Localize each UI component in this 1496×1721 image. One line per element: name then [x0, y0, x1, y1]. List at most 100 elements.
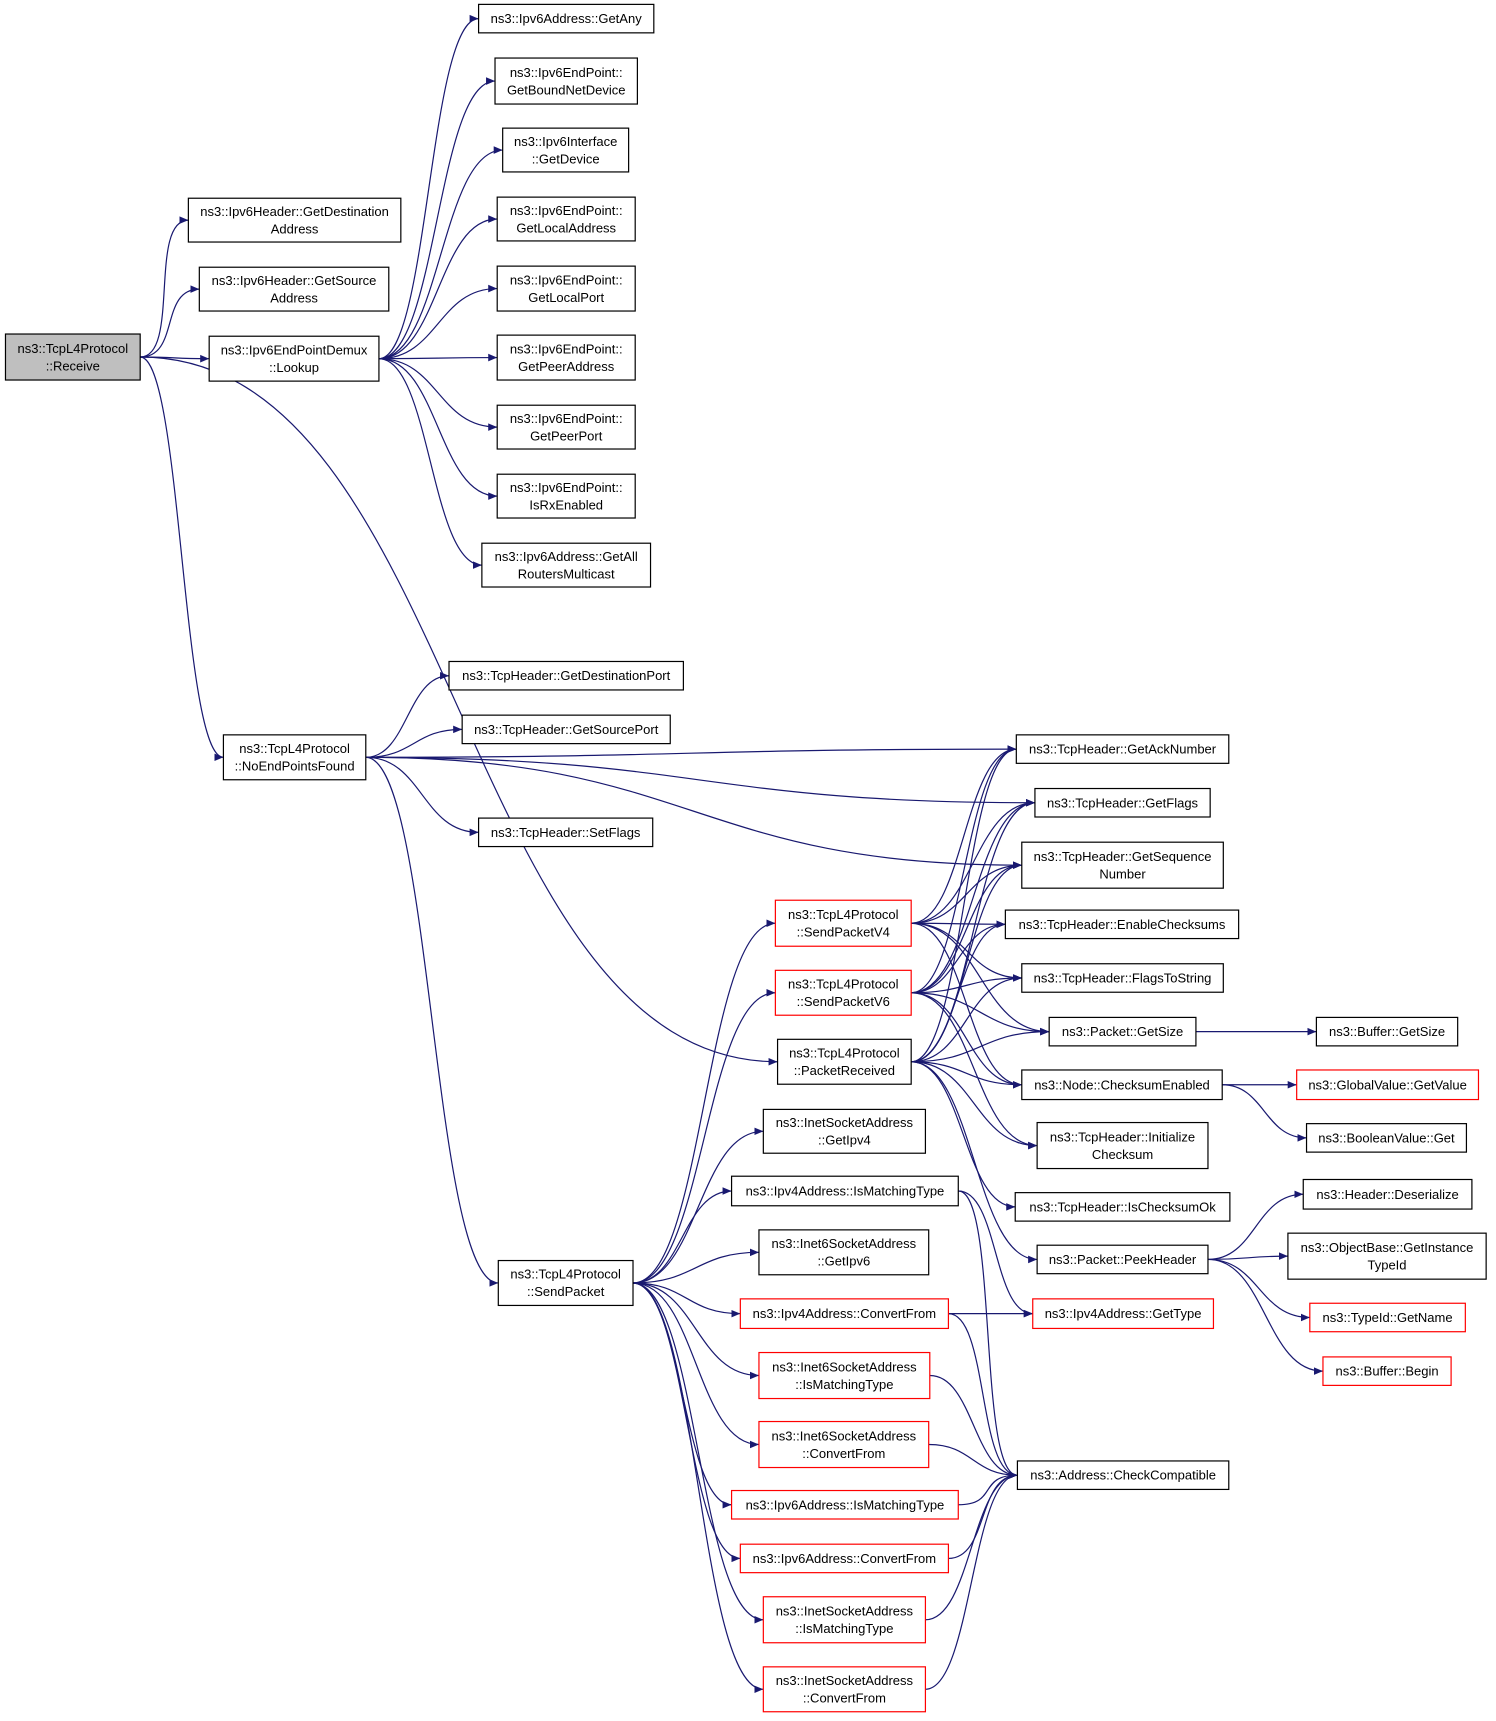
node-label: ns3::InetSocketAddress [776, 1115, 914, 1130]
edge-ipv6ismatching-to-checkcompatible [958, 1471, 1018, 1506]
node-bufferbegin[interactable]: ns3::Buffer::Begin [1322, 1356, 1452, 1386]
node-typeidgetname[interactable]: ns3::TypeId::GetName [1309, 1302, 1466, 1333]
edge-sendpacketv4-to-packetgetsize [911, 922, 1050, 1036]
edge-lookup-to-getany [378, 14, 479, 360]
edge-sendpacketv6-to-checksumenabled [911, 992, 1022, 1089]
node-getpeeraddress[interactable]: ns3::Ipv6EndPoint::GetPeerAddress [496, 334, 636, 381]
node-getipv4[interactable]: ns3::InetSocketAddress::GetIpv4 [762, 1108, 927, 1154]
node-label: ::ConvertFrom [803, 1691, 886, 1706]
node-setflags[interactable]: ns3::TcpHeader::SetFlags [477, 817, 654, 848]
node-lookup[interactable]: ns3::Ipv6EndPointDemux::Lookup [208, 335, 380, 382]
node-getdestport[interactable]: ns3::TcpHeader::GetDestinationPort [448, 660, 684, 691]
node-box [494, 57, 638, 105]
node-sendpacketv6[interactable]: ns3::TcpL4Protocol::SendPacketV6 [774, 969, 912, 1016]
node-box [461, 714, 671, 745]
edge-sendpacket-to-sendpacketv4 [633, 919, 776, 1284]
node-sendpacket[interactable]: ns3::TcpL4Protocol::SendPacket [497, 1259, 634, 1307]
node-label: ::GetDevice [532, 151, 600, 166]
node-label: ns3::TcpHeader::EnableChecksums [1019, 917, 1226, 932]
node-box [758, 1351, 931, 1400]
node-flagstostring[interactable]: ns3::TcpHeader::FlagsToString [1021, 963, 1224, 993]
node-ipv6convertfrom[interactable]: ns3::Ipv6Address::ConvertFrom [739, 1543, 950, 1574]
node-ipv4convertfrom[interactable]: ns3::Ipv4Address::ConvertFrom [739, 1298, 950, 1330]
node-label: ns3::Ipv6EndPoint:: [510, 65, 623, 80]
node-isrxenabled[interactable]: ns3::Ipv6EndPoint::IsRxEnabled [496, 473, 636, 519]
edge-packetreceived-to-checksumenabled [911, 1061, 1022, 1089]
node-ipv4ismatching[interactable]: ns3::Ipv4Address::IsMatchingType [730, 1175, 959, 1207]
node-box [502, 127, 630, 173]
node-getsrcport[interactable]: ns3::TcpHeader::GetSourcePort [461, 714, 671, 745]
node-inetismatching[interactable]: ns3::InetSocketAddress::IsMatchingType [762, 1596, 927, 1644]
node-label: ns3::Buffer::GetSize [1329, 1024, 1445, 1039]
node-enablechecksums[interactable]: ns3::TcpHeader::EnableChecksums [1004, 909, 1240, 940]
node-inet6convertfrom[interactable]: ns3::Inet6SocketAddress::ConvertFrom [758, 1420, 930, 1469]
edge-lookup-to-getlocaladdress [378, 215, 498, 360]
node-label: ns3::InetSocketAddress [776, 1604, 914, 1619]
node-box [1322, 1356, 1452, 1386]
edge-noendpoints-to-getflags [365, 756, 1035, 807]
node-box [739, 1298, 950, 1330]
node-getflags[interactable]: ns3::TcpHeader::GetFlags [1034, 787, 1211, 818]
node-box [1021, 1069, 1223, 1101]
edge-noendpoints-to-getsrcport [365, 725, 463, 758]
node-getlocaladdress[interactable]: ns3::Ipv6EndPoint::GetLocalAddress [496, 196, 636, 242]
node-getany[interactable]: ns3::Ipv6Address::GetAny [477, 3, 655, 34]
edge-packetreceived-to-flagstostring [911, 974, 1022, 1063]
edge-sendpacket-to-ipv4convertfrom [633, 1282, 741, 1318]
node-label: ns3::GlobalValue::GetValue [1308, 1077, 1467, 1092]
node-deserialize[interactable]: ns3::Header::Deserialize [1302, 1178, 1473, 1210]
node-label: ::SendPacketV4 [797, 924, 890, 939]
edge-inetconvertfrom-to-checkcompatible [925, 1471, 1018, 1690]
node-noendpoints[interactable]: ns3::TcpL4Protocol::NoEndPointsFound [222, 734, 367, 781]
node-box [187, 197, 402, 243]
node-checkcompatible[interactable]: ns3::Address::CheckCompatible [1016, 1460, 1230, 1491]
node-booleanvalueget[interactable]: ns3::BooleanValue::Get [1305, 1123, 1468, 1153]
node-peekheader[interactable]: ns3::Packet::PeekHeader [1036, 1244, 1209, 1275]
node-box [758, 1420, 930, 1469]
node-label: ns3::TcpHeader::IsChecksumOk [1029, 1199, 1216, 1214]
node-box [762, 1108, 927, 1154]
node-receive[interactable]: ns3::TcpL4Protocol::Receive [4, 333, 141, 381]
node-label: ns3::InetSocketAddress [776, 1673, 914, 1688]
edge-peekheader-to-getinstancetypeid [1207, 1252, 1288, 1261]
node-getacknumber[interactable]: ns3::TcpHeader::GetAckNumber [1015, 734, 1230, 764]
node-packetreceived[interactable]: ns3::TcpL4Protocol::PacketReceived [776, 1038, 912, 1085]
edge-noendpoints-to-getseqnumber [365, 756, 1022, 869]
node-getdevice[interactable]: ns3::Ipv6Interface::GetDevice [502, 127, 630, 173]
node-box [477, 817, 654, 848]
node-inetconvertfrom[interactable]: ns3::InetSocketAddress::ConvertFrom [762, 1666, 927, 1713]
node-getipv6[interactable]: ns3::Inet6SocketAddress::GetIpv6 [758, 1229, 930, 1276]
node-box [1048, 1016, 1197, 1047]
node-box [1014, 1192, 1231, 1222]
node-label: ns3::Ipv4Address::GetType [1045, 1306, 1202, 1321]
node-label: ns3::TcpL4Protocol [788, 977, 899, 992]
edge-ipv4convertfrom-to-checkcompatible [948, 1313, 1018, 1479]
edge-sendpacket-to-ipv4ismatching [633, 1187, 732, 1284]
node-inet6ismatching[interactable]: ns3::Inet6SocketAddress::IsMatchingType [758, 1351, 931, 1400]
node-label: ::NoEndPointsFound [235, 759, 355, 774]
edge-lookup-to-isrxenabled [378, 358, 498, 500]
node-globalvalueget[interactable]: ns3::GlobalValue::GetValue [1296, 1069, 1480, 1101]
node-checksumenabled[interactable]: ns3::Node::ChecksumEnabled [1021, 1069, 1223, 1101]
node-getlocalport[interactable]: ns3::Ipv6EndPoint::GetLocalPort [496, 265, 636, 312]
edge-sendpacket-to-inetconvertfrom [633, 1282, 764, 1694]
node-box [1021, 841, 1224, 889]
node-ipv4gettype[interactable]: ns3::Ipv4Address::GetType [1032, 1298, 1215, 1330]
node-getboundnetdevice[interactable]: ns3::Ipv6EndPoint::GetBoundNetDevice [494, 57, 638, 105]
node-label: ns3::Node::ChecksumEnabled [1034, 1077, 1210, 1092]
node-buffergetsize[interactable]: ns3::Buffer::GetSize [1315, 1016, 1459, 1047]
node-ischecksumok[interactable]: ns3::TcpHeader::IsChecksumOk [1014, 1192, 1231, 1222]
node-box [774, 969, 912, 1016]
node-label: ns3::Buffer::Begin [1335, 1364, 1438, 1379]
node-ipv6ismatching[interactable]: ns3::Ipv6Address::IsMatchingType [730, 1489, 959, 1520]
edge-lookup-to-getpeeraddress [378, 353, 498, 362]
node-packetgetsize[interactable]: ns3::Packet::GetSize [1048, 1016, 1197, 1047]
node-sendpacketv4[interactable]: ns3::TcpL4Protocol::SendPacketV4 [774, 899, 912, 947]
node-getpeerport[interactable]: ns3::Ipv6EndPoint::GetPeerPort [496, 404, 636, 450]
